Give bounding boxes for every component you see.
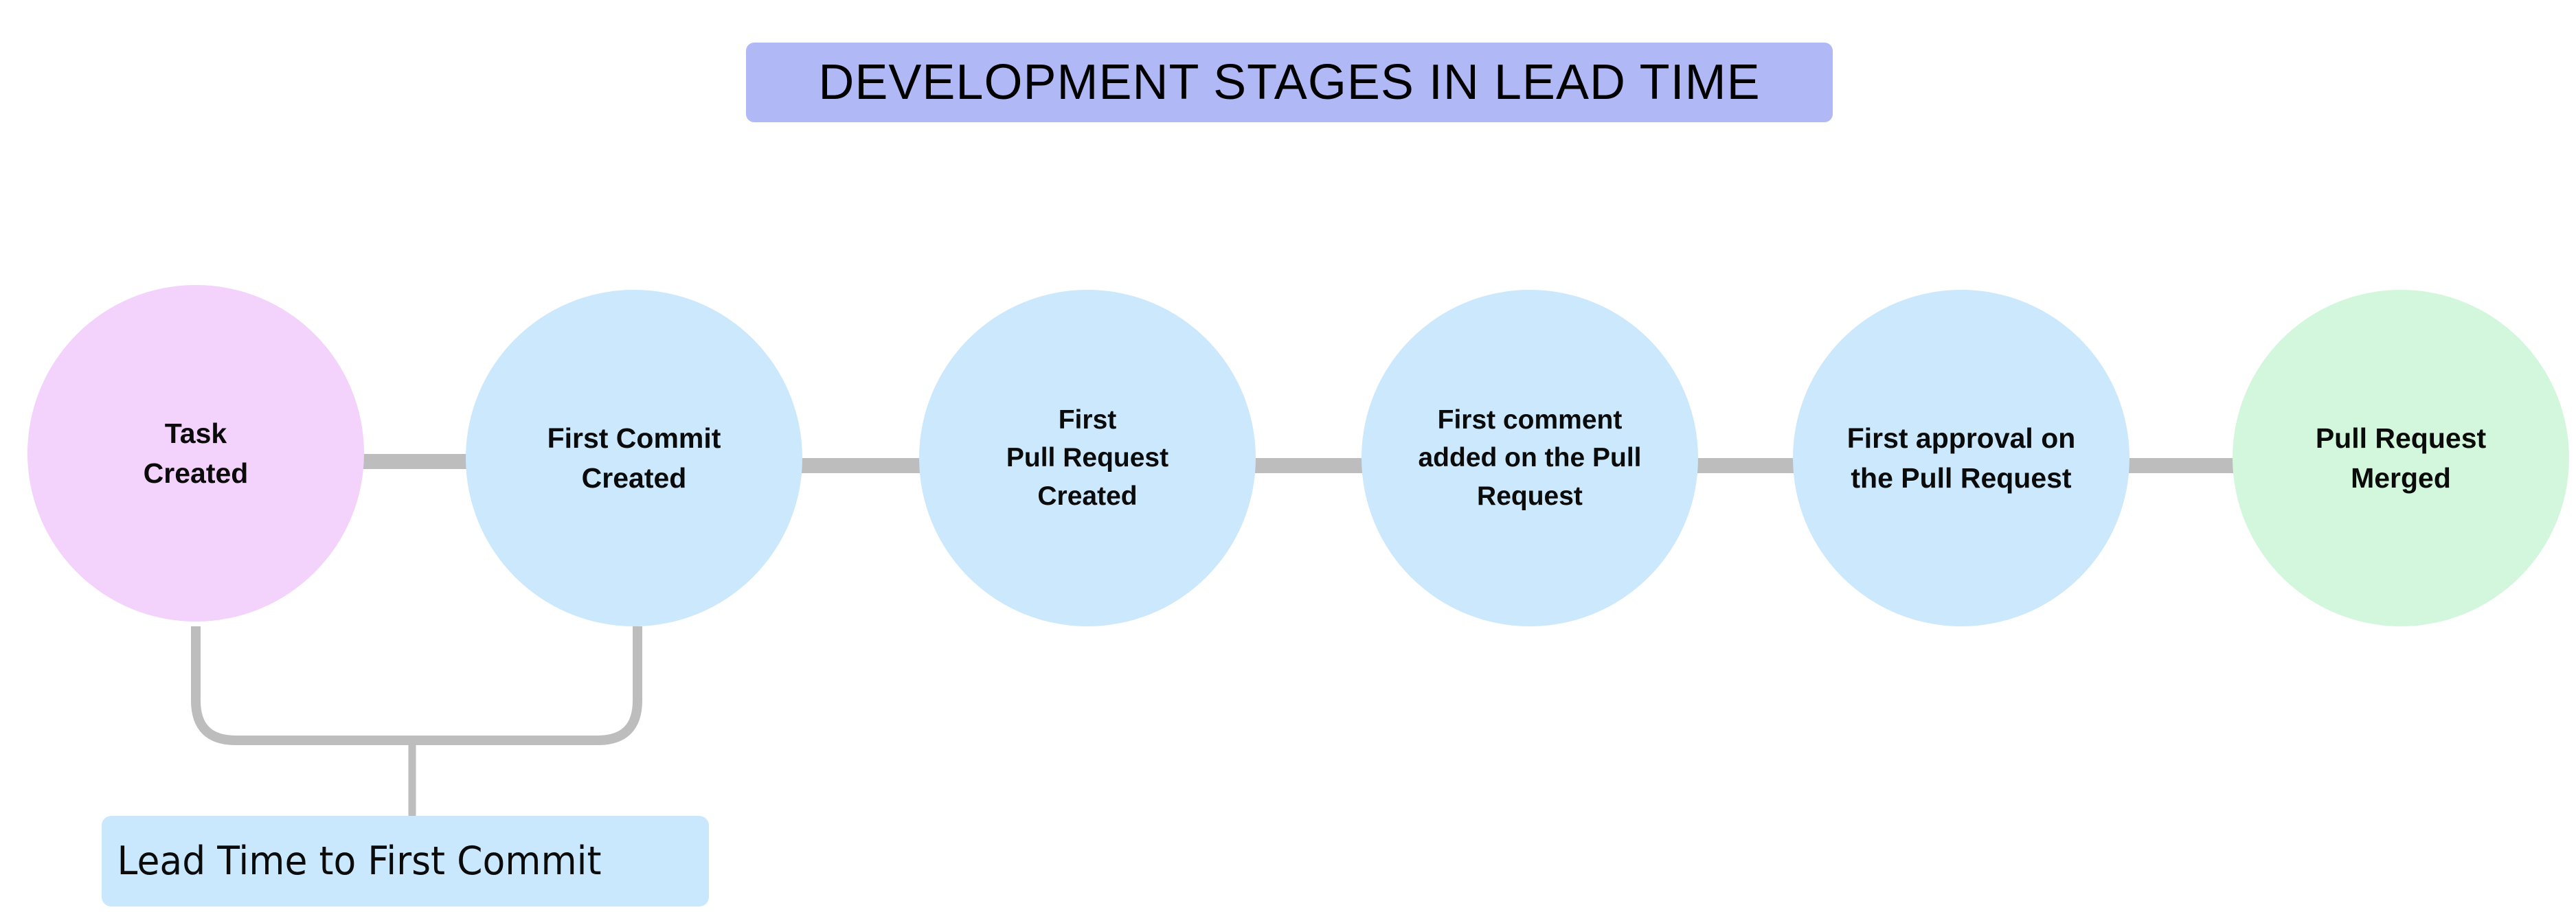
connector-1 <box>357 454 474 469</box>
page-title: DEVELOPMENT STAGES IN LEAD TIME <box>818 55 1761 110</box>
node-first-approval[interactable]: First approval on the Pull Request <box>1793 290 2129 626</box>
node-label: Pull Request Merged <box>2315 422 2487 494</box>
page-title-banner: DEVELOPMENT STAGES IN LEAD TIME <box>746 43 1833 122</box>
connector-3 <box>1247 458 1370 473</box>
node-label: First comment added on the Pull Request <box>1418 404 1642 511</box>
node-first-pull-request[interactable]: First Pull Request Created <box>919 290 1256 626</box>
node-label: First Pull Request Created <box>1006 404 1169 511</box>
connector-2 <box>800 458 927 473</box>
node-label: First Commit Created <box>547 422 721 494</box>
node-task-created[interactable]: Task Created <box>27 285 364 622</box>
node-label: First approval on the Pull Request <box>1846 422 2076 494</box>
node-first-comment[interactable]: First comment added on the Pull Request <box>1362 290 1698 626</box>
lead-time-annotation[interactable]: Lead Time to First Commit <box>102 816 709 907</box>
connector-5 <box>2123 458 2239 473</box>
node-first-commit[interactable]: First Commit Created <box>466 290 802 626</box>
connector-4 <box>1690 458 1800 473</box>
lead-time-annotation-label: Lead Time to First Commit <box>117 839 602 884</box>
node-label: Task Created <box>143 417 249 489</box>
node-pull-request-merged[interactable]: Pull Request Merged <box>2233 290 2569 626</box>
